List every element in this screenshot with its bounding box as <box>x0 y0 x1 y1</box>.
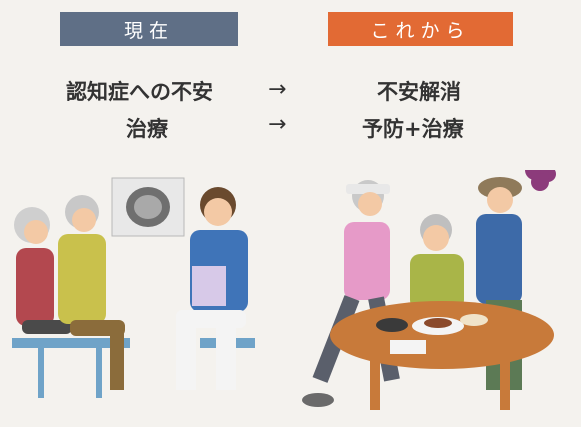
future-label: これから <box>328 12 513 46</box>
future-line-1: 不安解消 <box>377 80 461 104</box>
arrow-icon: → <box>268 77 287 102</box>
future-line-2: 予防+治療 <box>362 117 464 141</box>
dining-table <box>330 301 554 369</box>
current-line-2: 治療 <box>126 117 168 141</box>
current-line-1: 認知症への不安 <box>66 80 213 104</box>
current-label: 現在 <box>60 12 238 46</box>
arrow-icon: → <box>268 112 287 137</box>
scene-illustration <box>12 170 556 410</box>
